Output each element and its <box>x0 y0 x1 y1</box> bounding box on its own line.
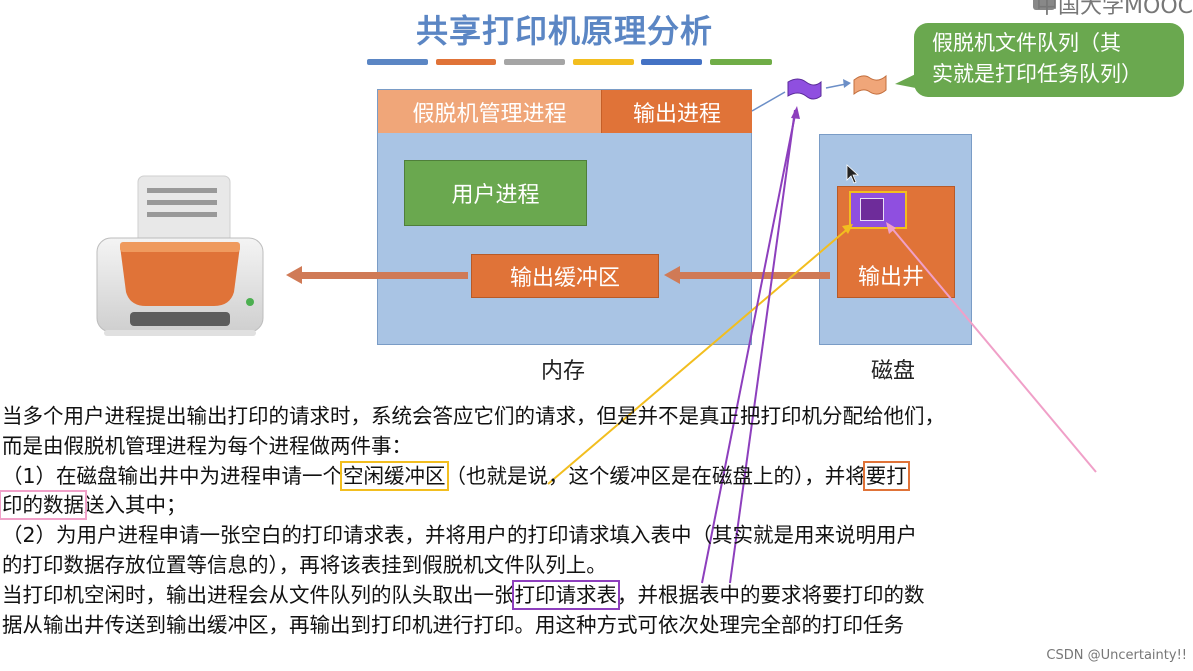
paragraph-3: （1）在磁盘输出井中为进程申请一个空闲缓冲区（也就是说，这个缓冲区是在磁盘上的）… <box>2 460 910 491</box>
highlight-request-table: 打印请求表 <box>511 579 620 610</box>
callout-line-1: 假脱机文件队列（其 <box>932 31 1121 55</box>
connector-request-table <box>701 109 797 584</box>
callout-line-2: 实就是打印任务队列） <box>932 62 1142 86</box>
callout-pointer <box>895 70 926 90</box>
highlight-print-data-a: 要打 <box>862 460 910 491</box>
watermark: CSDN @Uncertainty!! <box>1046 648 1187 663</box>
paragraph-5: （2）为用户进程申请一张空白的打印请求表，并将用户的打印请求填入表中（其实就是用… <box>2 523 918 548</box>
mooc-logo-icon <box>1033 0 1055 10</box>
explanation-text: 当多个用户进程提出输出打印的请求时，系统会答应它们的请求，但是并不是真正把打印机… <box>0 402 1192 640</box>
paragraph-2: 而是由假脱机管理进程为每个进程做两件事： <box>2 433 412 458</box>
print-request-flag-icon <box>787 78 822 100</box>
arrow-disk-to-buffer <box>664 266 830 284</box>
printer-icon <box>96 175 264 336</box>
queue-arrow <box>825 79 851 89</box>
title-bar-5 <box>641 59 702 65</box>
title-bar-1 <box>367 59 428 65</box>
spool-queue-callout: 假脱机文件队列（其 实就是打印任务队列） <box>914 23 1184 97</box>
title-bar-6 <box>710 59 772 65</box>
memory-label: 内存 <box>541 359 586 384</box>
paragraph-7: 当打印机空闲时，输出进程会从文件队列的队头取出一张打印请求表，并根据表中的要求将… <box>2 579 925 610</box>
highlight-print-data-b: 印的数据 <box>0 490 87 521</box>
mouse-cursor-icon <box>846 164 860 184</box>
disk-label: 磁盘 <box>871 359 916 384</box>
queue-flag-icon <box>853 74 887 96</box>
arrow-buffer-to-printer <box>286 266 468 284</box>
print-data-block <box>860 198 884 221</box>
title-bar-2 <box>436 59 496 65</box>
paragraph-1: 当多个用户进程提出输出打印的请求时，系统会答应它们的请求，但是并不是真正把打印机… <box>2 404 945 428</box>
paragraph-4: 印的数据送入其中； <box>0 490 187 521</box>
title-bar-3 <box>504 59 565 65</box>
highlight-free-buffer: 空闲缓冲区 <box>340 460 449 491</box>
output-buffer: 输出缓冲区 <box>471 254 659 298</box>
user-process: 用户进程 <box>404 160 587 226</box>
output-well-label: 输出井 <box>858 265 925 290</box>
title-bar-4 <box>573 59 634 65</box>
output-process: 输出进程 <box>601 90 752 133</box>
paragraph-6: 的打印数据存放位置等信息的），再将该表挂到假脱机文件队列上。 <box>2 552 607 577</box>
connector-print-data <box>889 225 1097 473</box>
spool-manager-process: 假脱机管理进程 <box>378 90 601 133</box>
output-process-link <box>751 91 786 112</box>
paragraph-8: 据从输出井传送到输出缓冲区，再输出到打印机进行打印。用这种方式可依次处理完全部的… <box>2 612 904 637</box>
connector-free-buffer <box>547 225 852 485</box>
page-title: 共享打印机原理分析 <box>415 12 713 50</box>
brand-logo: 中国大学MOOC <box>1036 0 1193 19</box>
